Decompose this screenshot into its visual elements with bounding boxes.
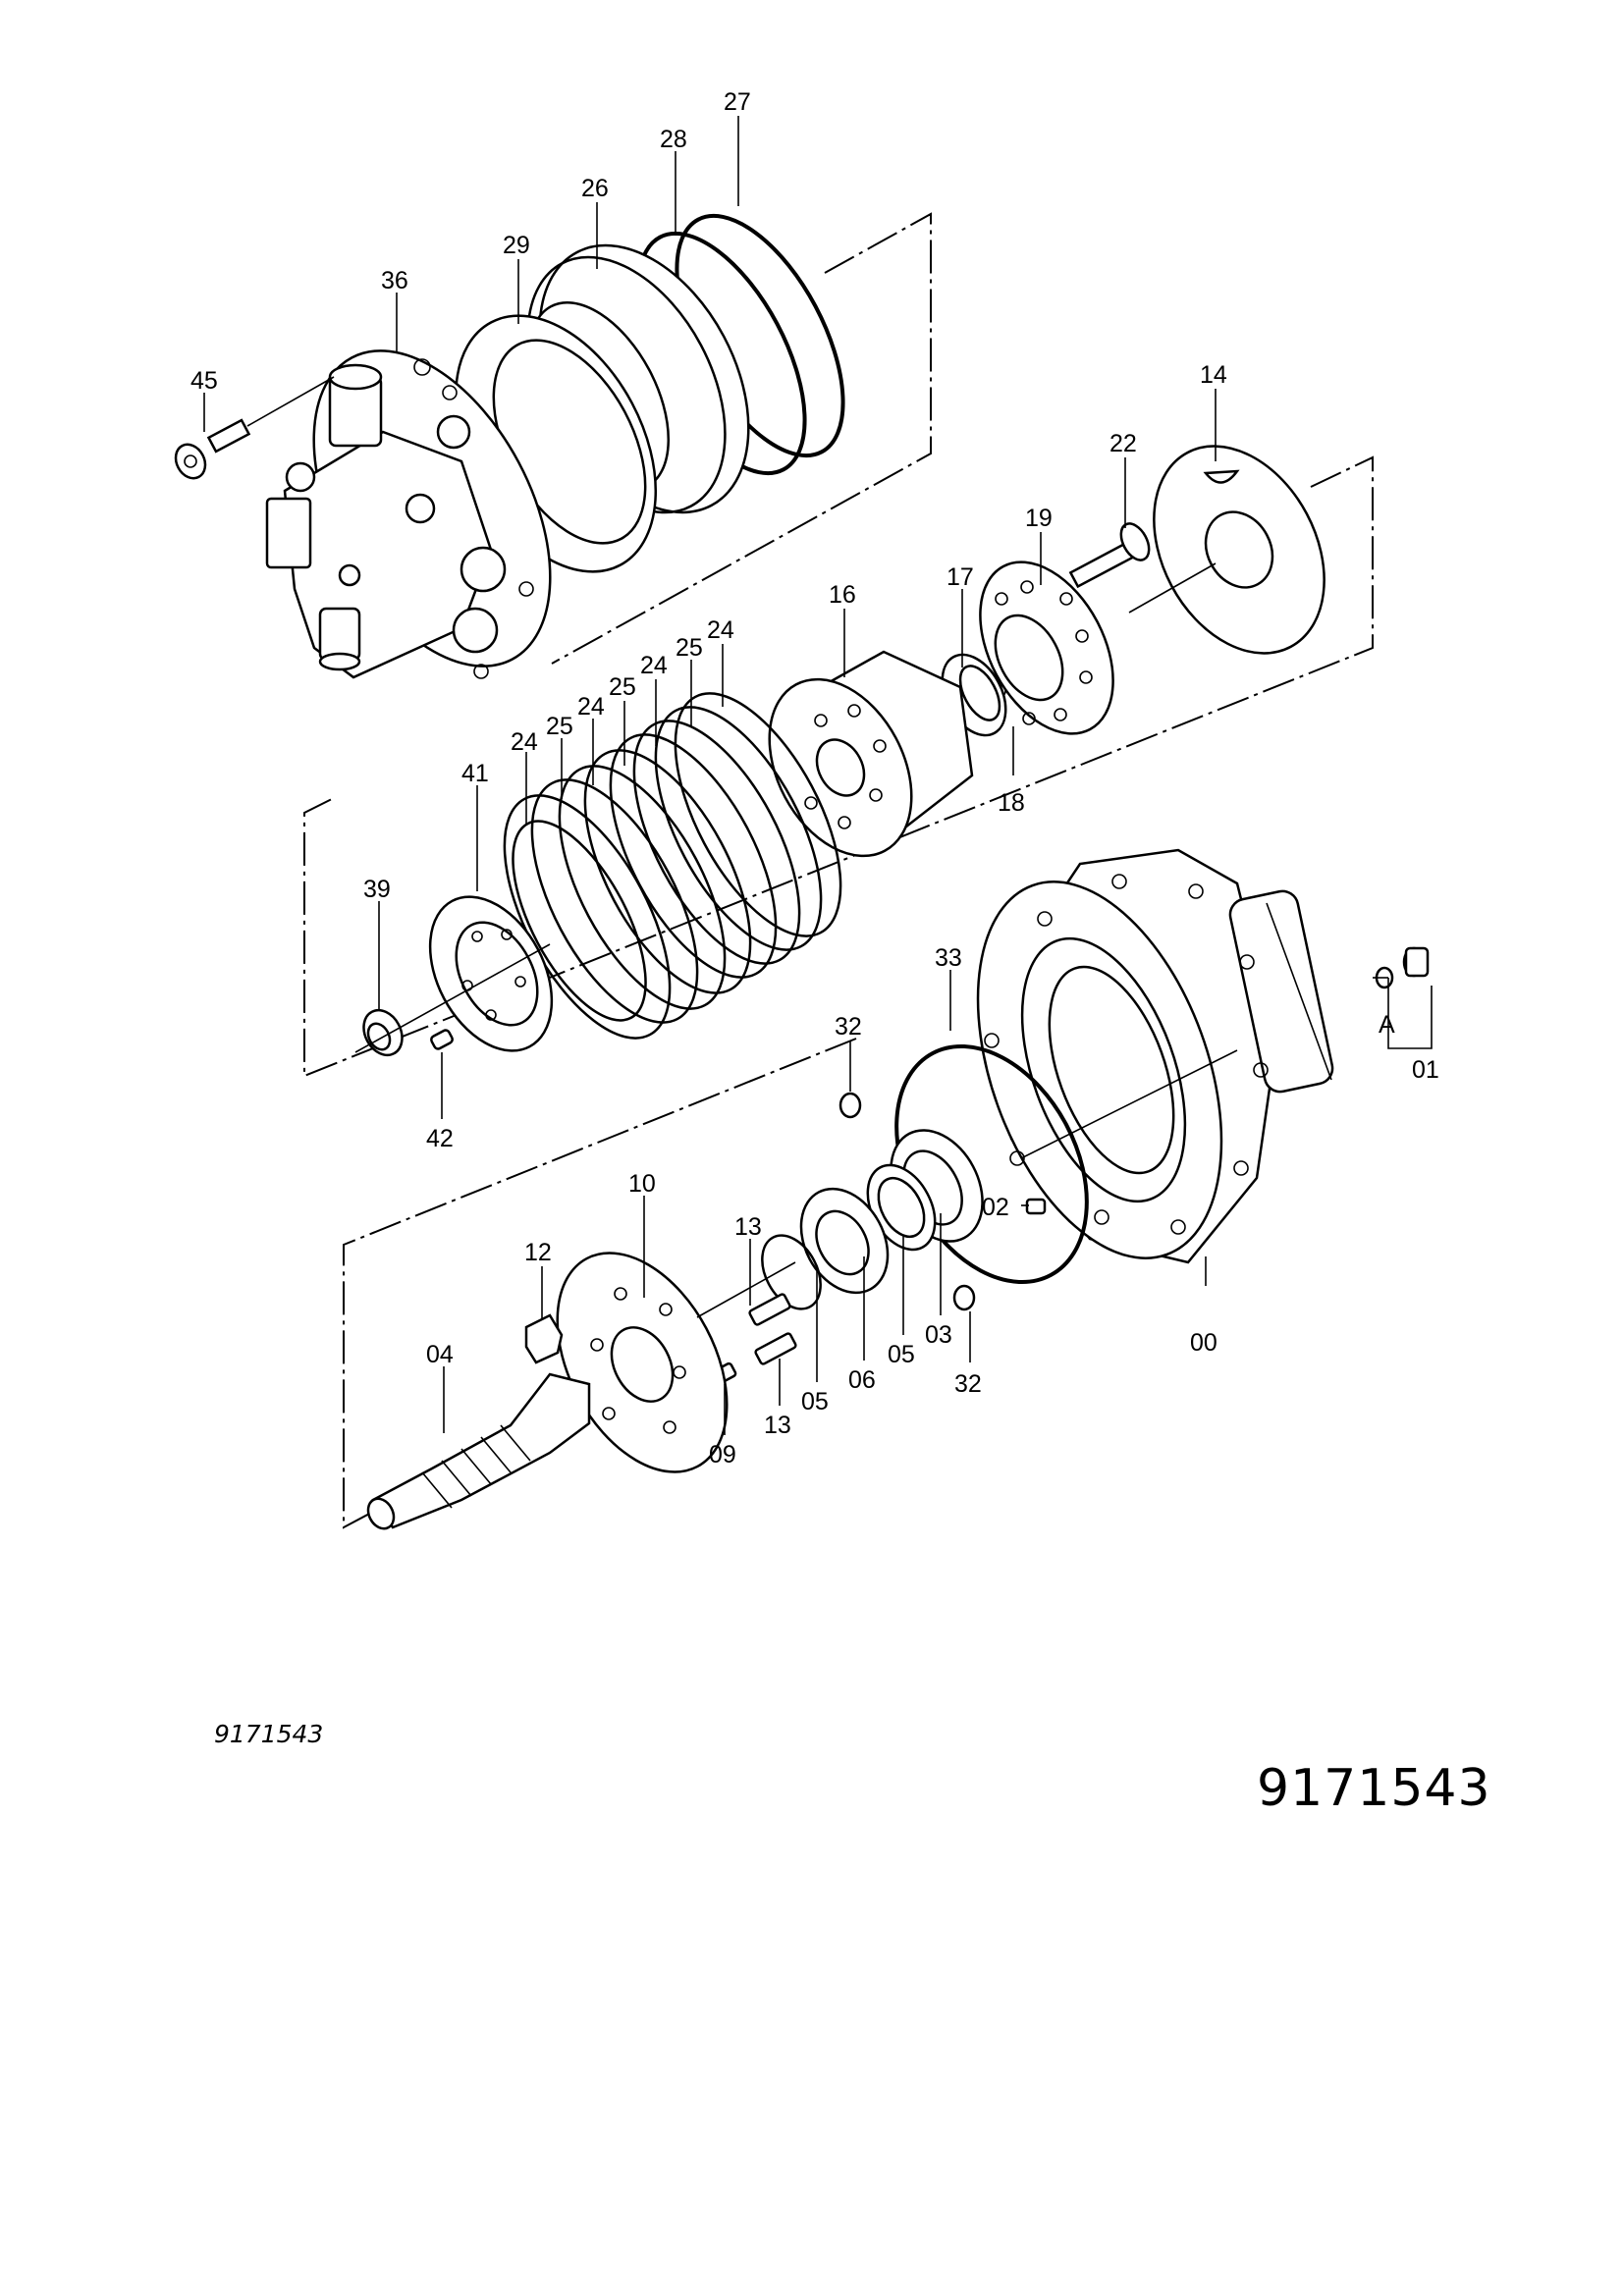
callout-24: 24 xyxy=(511,728,538,756)
callout-36: 36 xyxy=(381,267,408,294)
callout-02: 02 xyxy=(982,1194,1009,1221)
callout-labels: 27 28 26 29 36 45 14 22 19 17 16 18 24 2… xyxy=(190,88,1439,1468)
leader-lines xyxy=(203,116,1433,1435)
callout-22: 22 xyxy=(1109,430,1137,457)
callout-12: 12 xyxy=(524,1239,552,1266)
callout-14: 14 xyxy=(1200,361,1227,389)
callout-10: 10 xyxy=(628,1170,656,1198)
drawing-number-large: 9171543 xyxy=(1257,1759,1491,1818)
callout-13: 13 xyxy=(764,1412,791,1439)
bolt-22 xyxy=(1068,522,1151,589)
plug-01 xyxy=(1375,946,1430,989)
callout-25: 25 xyxy=(609,673,636,701)
bolt-45 xyxy=(174,376,335,480)
callout-17: 17 xyxy=(947,563,974,591)
callout-41: 41 xyxy=(461,760,489,787)
callout-13: 13 xyxy=(734,1213,762,1241)
section-frames xyxy=(303,212,1374,1529)
callout-09: 09 xyxy=(709,1441,736,1468)
callout-45: 45 xyxy=(190,367,218,395)
housing-36 xyxy=(265,349,552,679)
callout-32: 32 xyxy=(954,1370,982,1398)
pin-42 xyxy=(430,1029,454,1050)
callout-42: 42 xyxy=(426,1125,454,1152)
bearing-seals-03-06 xyxy=(761,1129,984,1310)
callout-19: 19 xyxy=(1025,505,1053,532)
callout-24: 24 xyxy=(640,652,668,679)
callout-24: 24 xyxy=(577,693,605,721)
small-orings-32 xyxy=(839,1092,976,1311)
carrier-19 xyxy=(979,561,1114,735)
plate-14 xyxy=(1128,445,1325,655)
pin-02 xyxy=(1025,1198,1047,1215)
callout-04: 04 xyxy=(426,1341,454,1368)
callout-01: 01 xyxy=(1412,1056,1439,1084)
callout-03: 03 xyxy=(925,1321,952,1349)
callout-27: 27 xyxy=(724,88,751,116)
callout-16: 16 xyxy=(829,581,856,609)
studs-13 xyxy=(748,1293,797,1365)
callout-05: 05 xyxy=(888,1341,915,1368)
callout-24: 24 xyxy=(707,616,734,644)
gear-housing-00 xyxy=(976,848,1334,1264)
callout-06: 06 xyxy=(848,1366,876,1394)
callout-25: 25 xyxy=(676,634,703,662)
callout-26: 26 xyxy=(581,175,609,202)
disc-stack-24-25 xyxy=(503,692,842,1040)
callout-18: 18 xyxy=(998,789,1025,817)
block-12 xyxy=(524,1313,564,1364)
callout-39: 39 xyxy=(363,876,391,903)
callout-33: 33 xyxy=(935,944,962,972)
bushing-39 xyxy=(354,943,551,1057)
callout-29: 29 xyxy=(503,232,530,259)
shaft-04 xyxy=(366,1372,591,1530)
callout-A: A xyxy=(1379,1011,1395,1039)
callout-25: 25 xyxy=(546,713,573,740)
callout-00: 00 xyxy=(1190,1329,1217,1357)
callout-32: 32 xyxy=(835,1013,862,1041)
drawing-number-small: 9171543 xyxy=(214,1720,324,1748)
callout-05: 05 xyxy=(801,1388,829,1415)
hub-16 xyxy=(768,650,974,858)
callout-28: 28 xyxy=(660,126,687,153)
plate-10 xyxy=(556,1252,796,1473)
